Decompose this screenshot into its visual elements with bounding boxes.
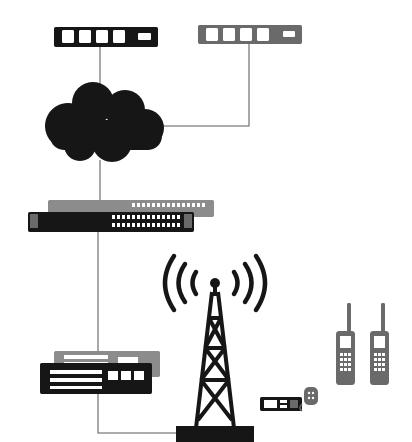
connection-switch-secondary-cloud [162, 44, 250, 127]
cloud-icon [45, 82, 164, 162]
connection-server-stack-tower [97, 392, 190, 434]
switch-secondary-icon [198, 25, 302, 44]
handheld-radio-icon [370, 303, 389, 385]
connection-lines [97, 44, 250, 434]
handheld-radio-icon [336, 303, 355, 385]
radio-tower-icon [162, 253, 268, 442]
mobile-radio-icon [260, 387, 318, 412]
server-stack-icon [40, 351, 160, 394]
switch-primary-icon [54, 27, 158, 47]
switch-stack-icon [28, 200, 214, 232]
